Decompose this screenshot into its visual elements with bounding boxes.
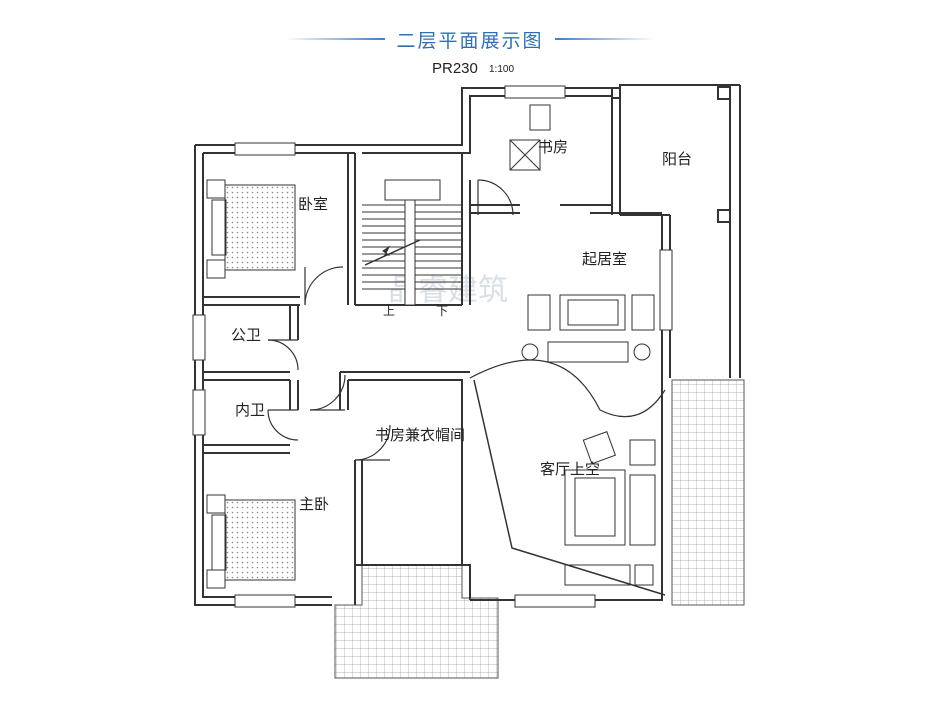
- staircase: [362, 179, 462, 306]
- room-label-double-height: 客厅上空: [540, 460, 600, 478]
- room-label-private-bath: 内卫: [235, 401, 265, 419]
- room-label-study-cloak: 书房兼衣帽间: [375, 426, 465, 444]
- title-line-left: [285, 38, 385, 40]
- bed-bedroom: [206, 179, 296, 279]
- living-furniture: [521, 294, 655, 363]
- room-label-living: 起居室: [582, 250, 627, 268]
- stair-down-label: 下: [436, 304, 448, 318]
- room-label-study: 书房: [538, 138, 568, 156]
- outer-walls: [194, 84, 741, 606]
- void-outline: [473, 379, 666, 596]
- bed-master: [206, 494, 296, 589]
- room-label-master: 主卧: [299, 495, 329, 513]
- roof-tiles-right: [671, 379, 745, 606]
- header: 二层平面展示图 PR230 1:100: [0, 24, 940, 84]
- title-line-right: [555, 38, 655, 40]
- interior-walls: [203, 86, 731, 565]
- room-label-balcony: 阳台: [662, 150, 692, 168]
- plan-scale: 1:100: [489, 64, 515, 75]
- roof-tiles-bottom: [334, 564, 499, 679]
- page-title: 二层平面展示图: [396, 30, 544, 52]
- plan-code: PR230: [432, 60, 478, 77]
- study-desk: [509, 104, 551, 171]
- doors: [267, 179, 666, 461]
- room-label-public-bath: 公卫: [231, 326, 261, 344]
- stair-up-label: 上: [383, 304, 395, 318]
- void-furniture: [564, 431, 656, 586]
- windows: [192, 85, 673, 608]
- room-label-bedroom: 卧室: [298, 195, 328, 213]
